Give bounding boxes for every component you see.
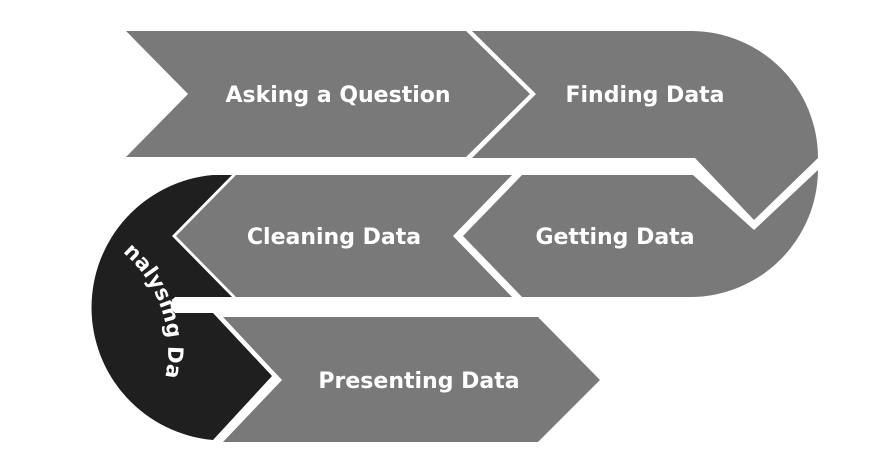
step-cleaning-data xyxy=(176,175,512,297)
step-label-getting: Getting Data xyxy=(535,225,694,250)
step-presenting-data xyxy=(223,317,600,442)
step-label-finding: Finding Data xyxy=(565,83,724,108)
step-asking-a-question xyxy=(126,31,530,157)
step-label-cleaning: Cleaning Data xyxy=(247,225,421,250)
step-label-asking: Asking a Question xyxy=(225,83,450,108)
step-label-presenting: Presenting Data xyxy=(318,369,519,394)
step-finding-data xyxy=(472,31,819,220)
step-analysing-data xyxy=(91,175,272,440)
step-getting-data xyxy=(463,170,818,297)
